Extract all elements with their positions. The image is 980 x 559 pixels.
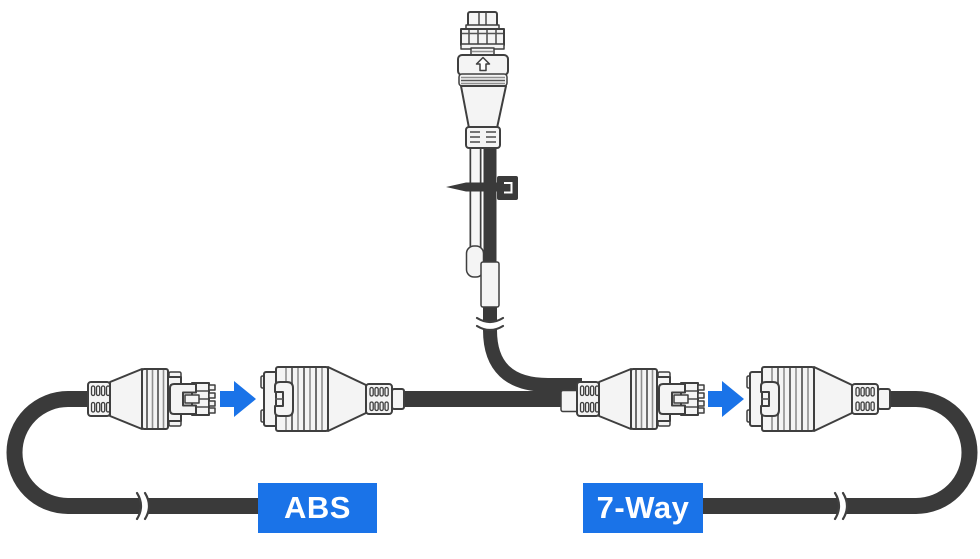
- seven-way-cable-loop: [699, 391, 978, 514]
- seven-way-cable-label: 7-Way: [583, 483, 703, 533]
- right-arrow-icon: [220, 381, 256, 417]
- abs-cable-label: ABS: [258, 483, 377, 533]
- drop-cable: [483, 303, 582, 392]
- sensor-plug-connector: [457, 11, 509, 149]
- sensor-lead-wire: [480, 146, 500, 308]
- top-sensor-plug-assembly: [446, 11, 582, 392]
- abs-female-connector: [260, 366, 405, 432]
- abs-male-connector: [87, 368, 216, 430]
- cable-tie-icon: [446, 176, 518, 200]
- abs-cable-loop: [6, 391, 266, 514]
- seven-way-female-connector: [746, 366, 891, 432]
- right-arrow-icon: [708, 381, 744, 417]
- capped-lead-wire: [465, 146, 485, 278]
- seven-way-male-connector: [576, 368, 705, 430]
- up-arrow-icon: [475, 56, 491, 72]
